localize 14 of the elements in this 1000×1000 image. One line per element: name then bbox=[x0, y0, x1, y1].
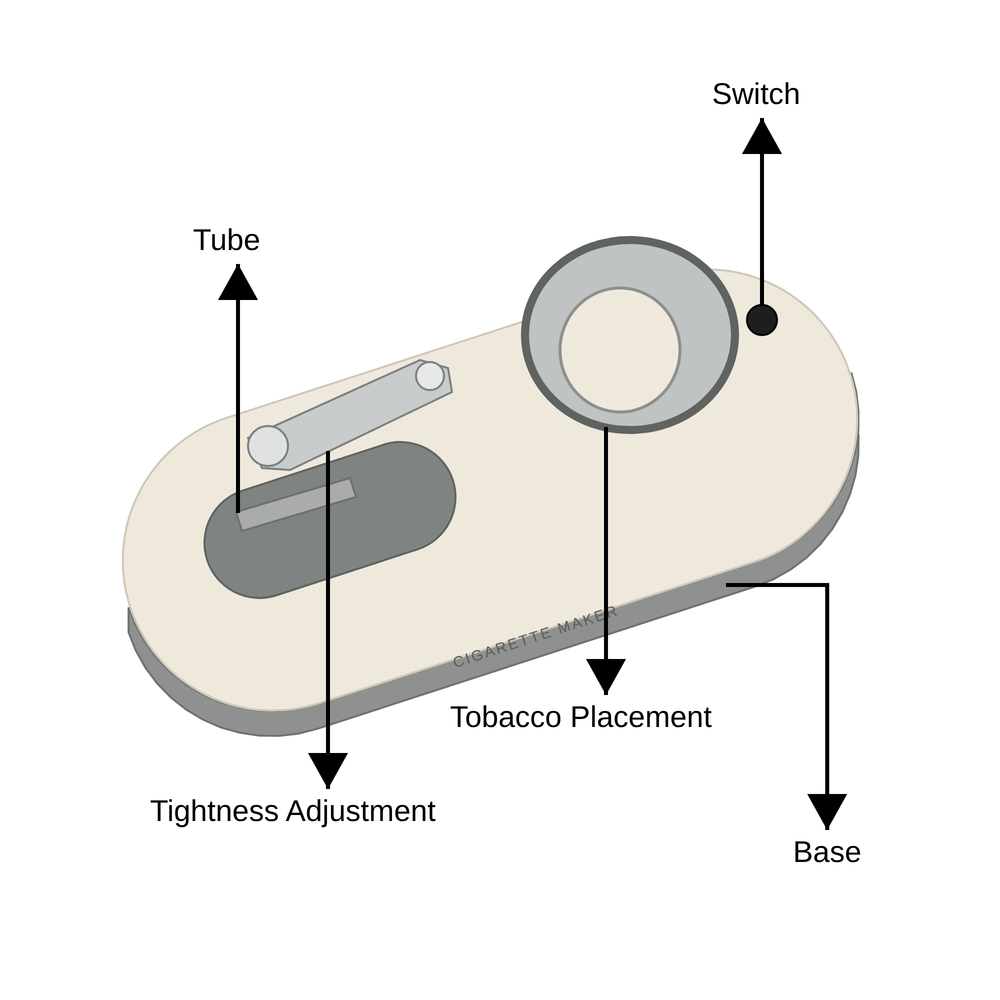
leader-arrow bbox=[308, 451, 348, 789]
funnel-drawing bbox=[521, 236, 739, 434]
leader-arrow bbox=[726, 583, 848, 830]
lever-drawing bbox=[246, 358, 454, 472]
leader-arrow bbox=[586, 427, 626, 695]
callout-label: Tobacco Placement bbox=[450, 701, 712, 735]
base bbox=[128, 372, 860, 737]
switch-button bbox=[746, 304, 778, 336]
callout-label: Base bbox=[793, 836, 862, 870]
callout-label: Tube bbox=[193, 224, 260, 258]
leader-arrow bbox=[742, 118, 782, 305]
callout-label: Tightness Adjustment bbox=[150, 795, 436, 829]
tube bbox=[234, 476, 358, 532]
callout-label: Switch bbox=[712, 78, 800, 112]
